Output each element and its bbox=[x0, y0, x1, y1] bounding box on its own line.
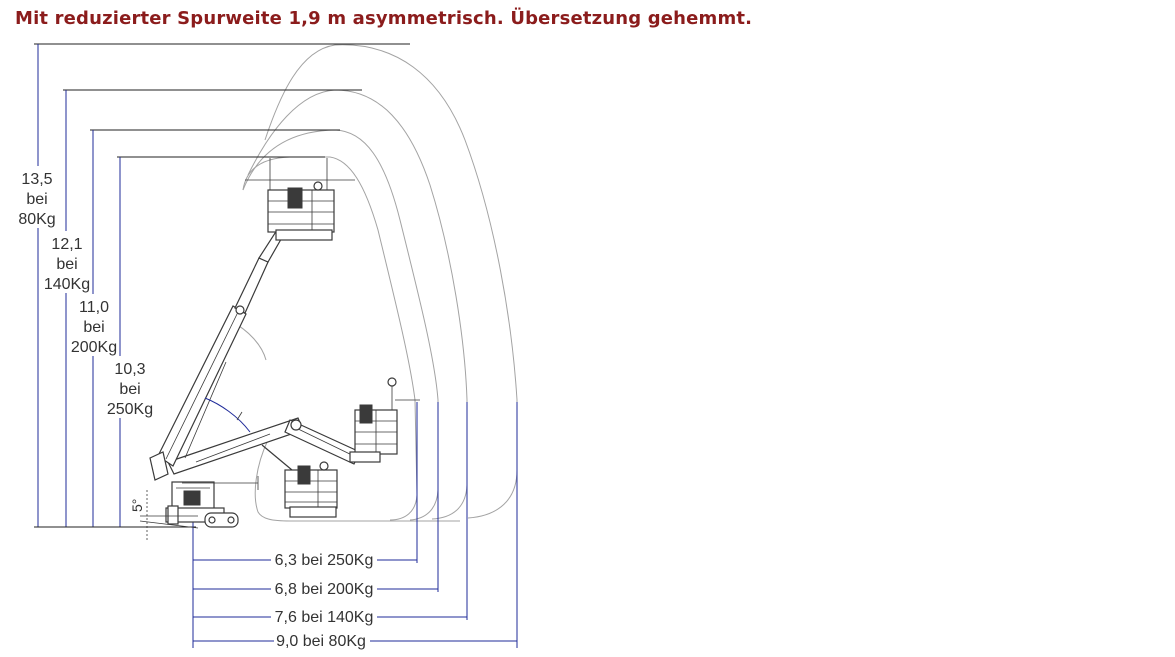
height-value: 13,5 bbox=[21, 171, 52, 188]
label-background bbox=[41, 231, 93, 293]
height-value: 12,1 bbox=[51, 236, 82, 253]
boom-lowered bbox=[167, 417, 361, 475]
reach-dimension-200kg: 6,8 bei 200Kg bbox=[193, 402, 439, 598]
boom-inner-edge bbox=[165, 309, 240, 460]
reach-dimension-250kg: 6,3 bei 250Kg bbox=[193, 402, 418, 569]
basket-top bbox=[245, 158, 355, 241]
reach-dimensions: 6,3 bei 250Kg 6,8 bei 200Kg 7,6 bei 140K… bbox=[192, 402, 518, 650]
operator-console bbox=[359, 404, 373, 424]
reach-label: 9,0 bei 80Kg bbox=[276, 633, 366, 650]
basket-arm bbox=[261, 444, 293, 471]
reach-label: 7,6 bei 140Kg bbox=[275, 609, 374, 626]
tilt-angle-label: 5° bbox=[129, 499, 145, 512]
diagram-title: Mit reduzierter Spurweite 1,9 m asymmetr… bbox=[15, 7, 752, 29]
basket-mount bbox=[349, 451, 381, 463]
height-value: 11,0 bbox=[79, 299, 109, 316]
lowered-upper-boom bbox=[284, 419, 361, 465]
reach-label: 6,3 bei 250Kg bbox=[275, 552, 374, 569]
height-value: 10,3 bbox=[114, 361, 145, 378]
height-load: 200Kg bbox=[71, 339, 117, 356]
height-bei-text: bei bbox=[56, 256, 77, 273]
basket-mount bbox=[289, 506, 337, 518]
lowered-boom-inner-edge bbox=[291, 425, 357, 458]
height-load: 250Kg bbox=[107, 401, 153, 418]
boom-knuckle bbox=[290, 419, 302, 431]
angle-tick bbox=[236, 411, 243, 421]
track-wheel bbox=[208, 516, 216, 524]
boom-angle-indicator bbox=[182, 397, 259, 490]
tilt-indicator: 5° bbox=[129, 490, 199, 540]
support-leg bbox=[167, 505, 179, 525]
height-bei-text: bei bbox=[83, 319, 104, 336]
operator-head bbox=[313, 181, 323, 191]
height-dimension-200kg: 11,0 bei 200Kg bbox=[68, 129, 340, 527]
height-dimension-250kg: 10,3 bei 250Kg bbox=[104, 156, 325, 527]
angle-arc bbox=[204, 397, 251, 433]
label-background bbox=[271, 580, 377, 598]
middle-boom-section bbox=[234, 257, 269, 314]
label-background bbox=[271, 608, 377, 626]
chassis bbox=[149, 451, 239, 528]
label-background bbox=[15, 166, 59, 228]
crawler-track bbox=[204, 512, 239, 528]
basket-lowered bbox=[284, 461, 338, 518]
basket-extended bbox=[349, 377, 420, 463]
height-load: 80Kg bbox=[18, 211, 55, 228]
reach-dimension-80kg: 9,0 bei 80Kg bbox=[193, 402, 518, 650]
height-load: 140Kg bbox=[44, 276, 90, 293]
tilt-slope-line bbox=[139, 520, 199, 529]
label-background bbox=[68, 294, 120, 356]
height-dimension-80kg: 13,5 bei 80Kg bbox=[15, 43, 410, 527]
reach-label: 6,8 bei 200Kg bbox=[275, 581, 374, 598]
lift-cylinder bbox=[184, 361, 227, 459]
track-wheel bbox=[227, 516, 235, 524]
boom-raised bbox=[157, 229, 285, 467]
height-bei-text: bei bbox=[119, 381, 140, 398]
basket-mount bbox=[275, 229, 333, 241]
boom-joint bbox=[235, 305, 245, 315]
operator-head bbox=[319, 461, 329, 471]
label-background bbox=[274, 632, 370, 650]
height-dimension-140kg: 12,1 bei 140Kg bbox=[41, 89, 362, 527]
aerial-work-platform: 5° bbox=[129, 158, 420, 540]
height-bei-text: bei bbox=[26, 191, 47, 208]
envelope-200kg bbox=[242, 129, 439, 521]
reach-dimension-140kg: 7,6 bei 140Kg bbox=[193, 402, 468, 626]
label-background bbox=[271, 551, 377, 569]
outrigger-foot bbox=[149, 451, 169, 481]
operator-console bbox=[287, 187, 303, 209]
operator-console bbox=[297, 465, 311, 485]
turntable-motor bbox=[183, 490, 201, 506]
operator-head bbox=[387, 377, 397, 387]
label-background bbox=[104, 356, 156, 418]
envelope-inner-bottom bbox=[254, 439, 460, 522]
lowered-boom-cylinder bbox=[195, 433, 271, 463]
